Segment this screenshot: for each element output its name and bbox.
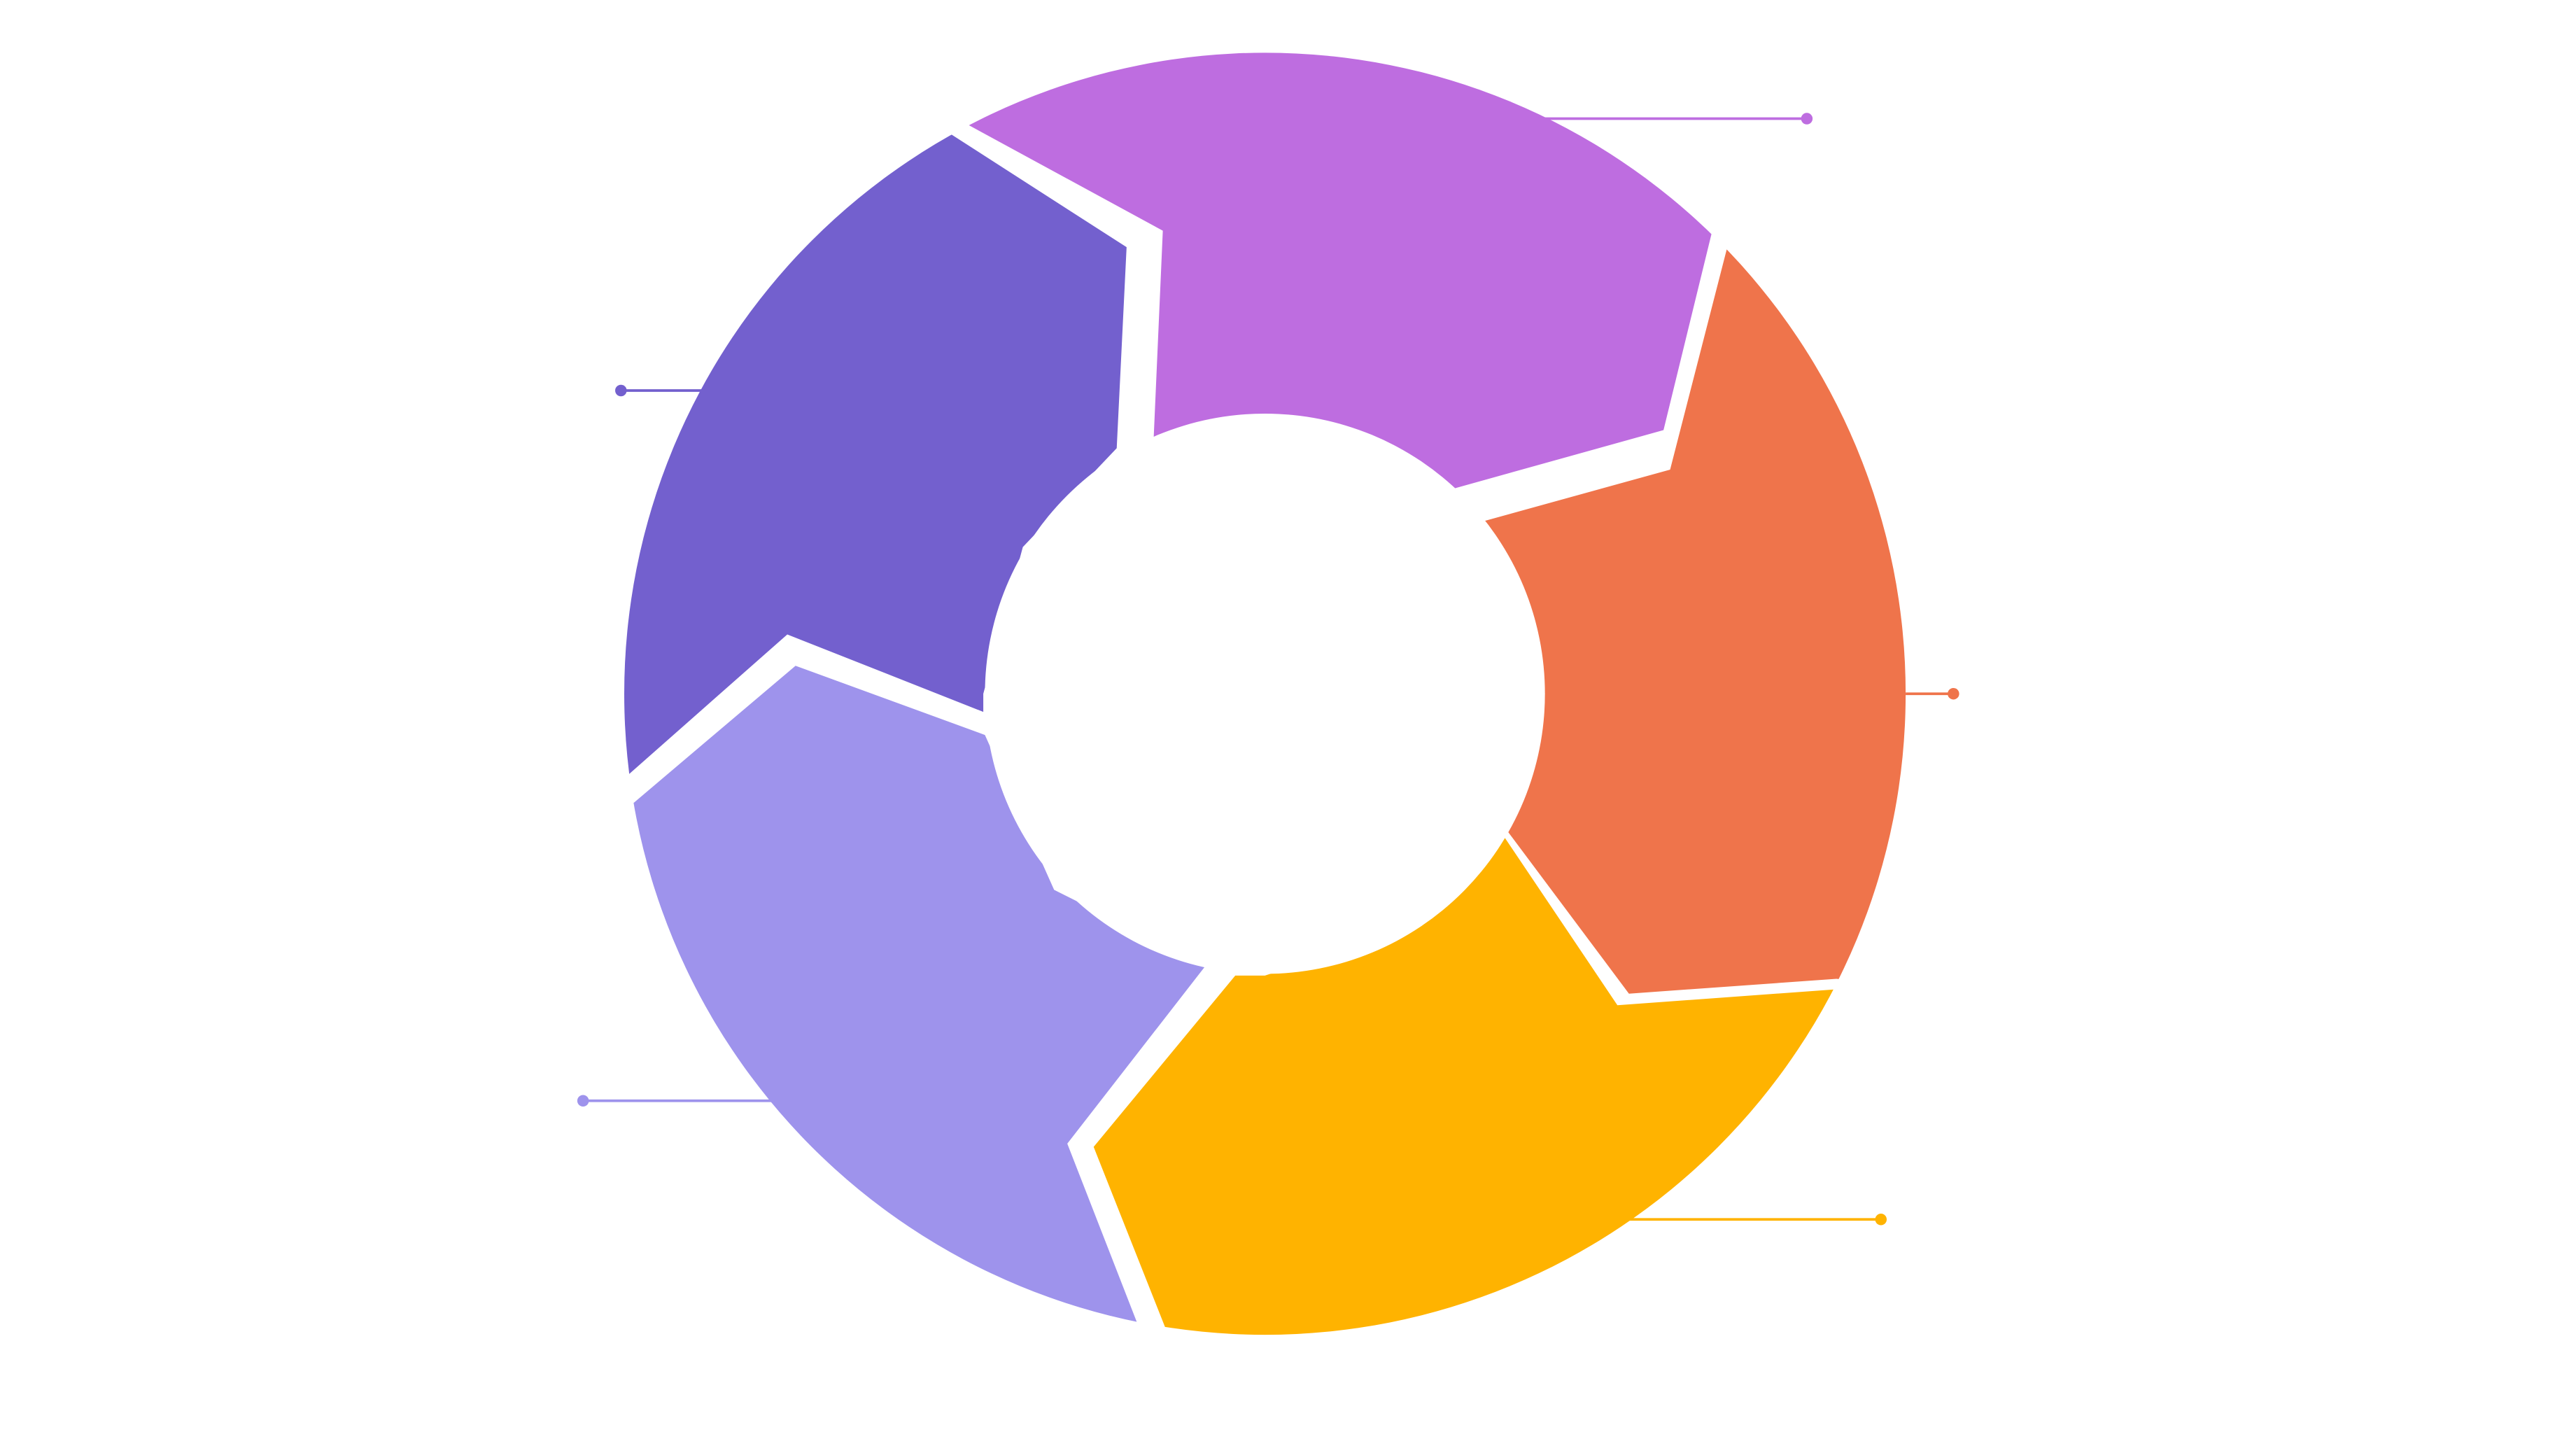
callout-top-dot xyxy=(1801,113,1813,125)
callout-top xyxy=(1536,113,1813,125)
callout-left-bottom-dot xyxy=(577,1095,589,1107)
segment-left-top[interactable] xyxy=(593,128,1127,792)
callout-left-bottom xyxy=(577,1095,775,1107)
callout-left-top-dot xyxy=(615,384,627,397)
callout-right xyxy=(1906,687,1959,700)
segment-left-bottom[interactable] xyxy=(593,666,1206,1368)
cycle-segments xyxy=(593,0,1977,1432)
callout-right-dot xyxy=(1948,687,1959,700)
segment-bottom[interactable] xyxy=(1093,824,1977,1432)
segment-right[interactable] xyxy=(1449,164,1927,994)
callout-lines xyxy=(577,113,1959,1226)
callout-bottom xyxy=(1624,1214,1887,1226)
callout-left-top xyxy=(615,384,705,397)
segment-top[interactable] xyxy=(922,0,1720,495)
callout-bottom-dot xyxy=(1875,1214,1887,1226)
